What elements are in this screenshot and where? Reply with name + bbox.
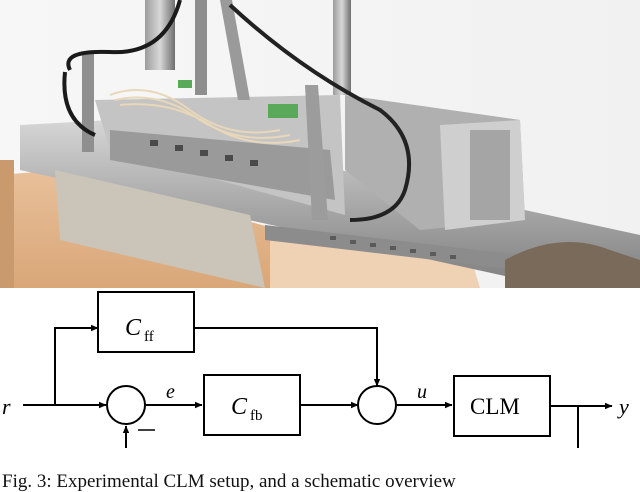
error-summing-junction [106, 385, 146, 425]
plant-label: CLM [470, 394, 520, 419]
feedback-symbol: C [231, 394, 248, 420]
feedforward-branch-line [54, 324, 99, 405]
feedback-controller-block [203, 374, 301, 436]
output-label: y [617, 394, 629, 419]
feedback-subscript: fb [250, 408, 263, 424]
input-label: u [417, 381, 427, 403]
figure-caption: Fig. 3: Experimental CLM setup, and a sc… [2, 471, 456, 492]
error-label: e [166, 381, 175, 403]
feedforward-subscript: ff [144, 329, 154, 345]
setup-photo-illustration [0, 0, 640, 288]
control-block-diagram: r e u y C ff C fb CLM [0, 288, 640, 457]
experimental-setup-photo [0, 0, 640, 288]
input-summing-junction [357, 385, 397, 425]
block-diagram-svg: r e u y C ff C fb CLM [2, 291, 629, 457]
feedforward-output-line [194, 327, 381, 387]
feedforward-block [97, 291, 195, 353]
reference-label: r [2, 394, 11, 419]
feedforward-symbol: C [125, 315, 142, 341]
